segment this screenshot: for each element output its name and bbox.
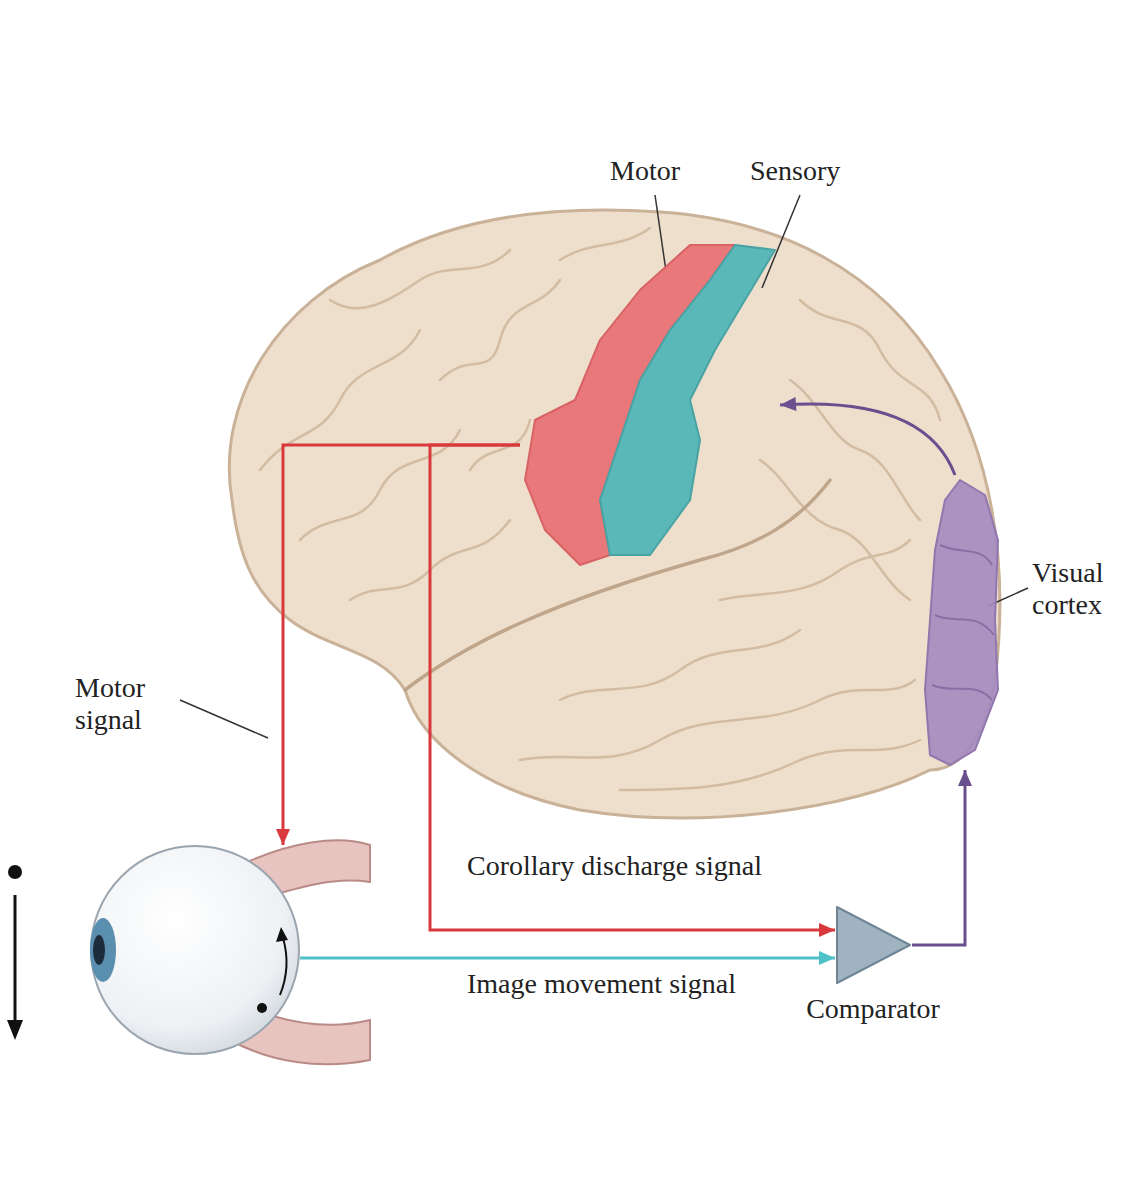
eye-shape: [90, 845, 300, 1055]
motion-arrow: [14, 895, 17, 1022]
brain-outline: [229, 210, 1000, 818]
sensory-cortex-shape: [595, 235, 780, 565]
pupil: [93, 935, 105, 965]
image-movement-line: [300, 957, 835, 960]
comparator-triangle: [837, 907, 910, 983]
eyeball: [91, 846, 299, 1054]
arrowhead: [958, 770, 972, 786]
visual-cortex-node: Visual cortex: [920, 475, 1000, 770]
arrowhead: [276, 829, 290, 845]
arrowhead: [819, 923, 835, 937]
leader-line: [180, 700, 268, 738]
leader-line: [762, 195, 800, 288]
region-label: Motor: [610, 155, 720, 187]
signal-label: Corollary discharge signal: [467, 850, 767, 882]
brain-gyri: [260, 228, 940, 790]
visual-cortex-folds: [932, 545, 994, 700]
retinal-motion-arrowhead: [276, 927, 288, 942]
sensory-cortex-band: [600, 245, 775, 555]
comparator-node: Comparator: [835, 905, 912, 985]
eye-node: [90, 845, 300, 1055]
visual-cortex-region: [925, 480, 998, 765]
comparator-output-line: [912, 770, 965, 945]
signal-label: Image movement signal: [467, 968, 747, 1000]
region-label: Comparator: [783, 993, 963, 1025]
region-label: Sensory: [750, 155, 880, 187]
sensory-cortex-node: Sensory: [595, 235, 780, 565]
signal-label: Motor signal: [75, 672, 185, 736]
retinal-motion-arrow: [280, 938, 286, 995]
region-label: Visual cortex: [1032, 557, 1132, 621]
motion-arrowhead: [7, 1020, 23, 1040]
visual-to-sensory-line: [780, 404, 955, 475]
motor-signal-line: [283, 445, 520, 845]
arrowhead: [819, 951, 835, 965]
iris: [90, 918, 116, 982]
retinal-image-dot: [257, 1003, 267, 1013]
comparator-shape: [835, 905, 912, 985]
arrowhead: [780, 397, 796, 411]
visual-cortex-shape: [920, 475, 1000, 770]
target-dot: [8, 865, 22, 879]
